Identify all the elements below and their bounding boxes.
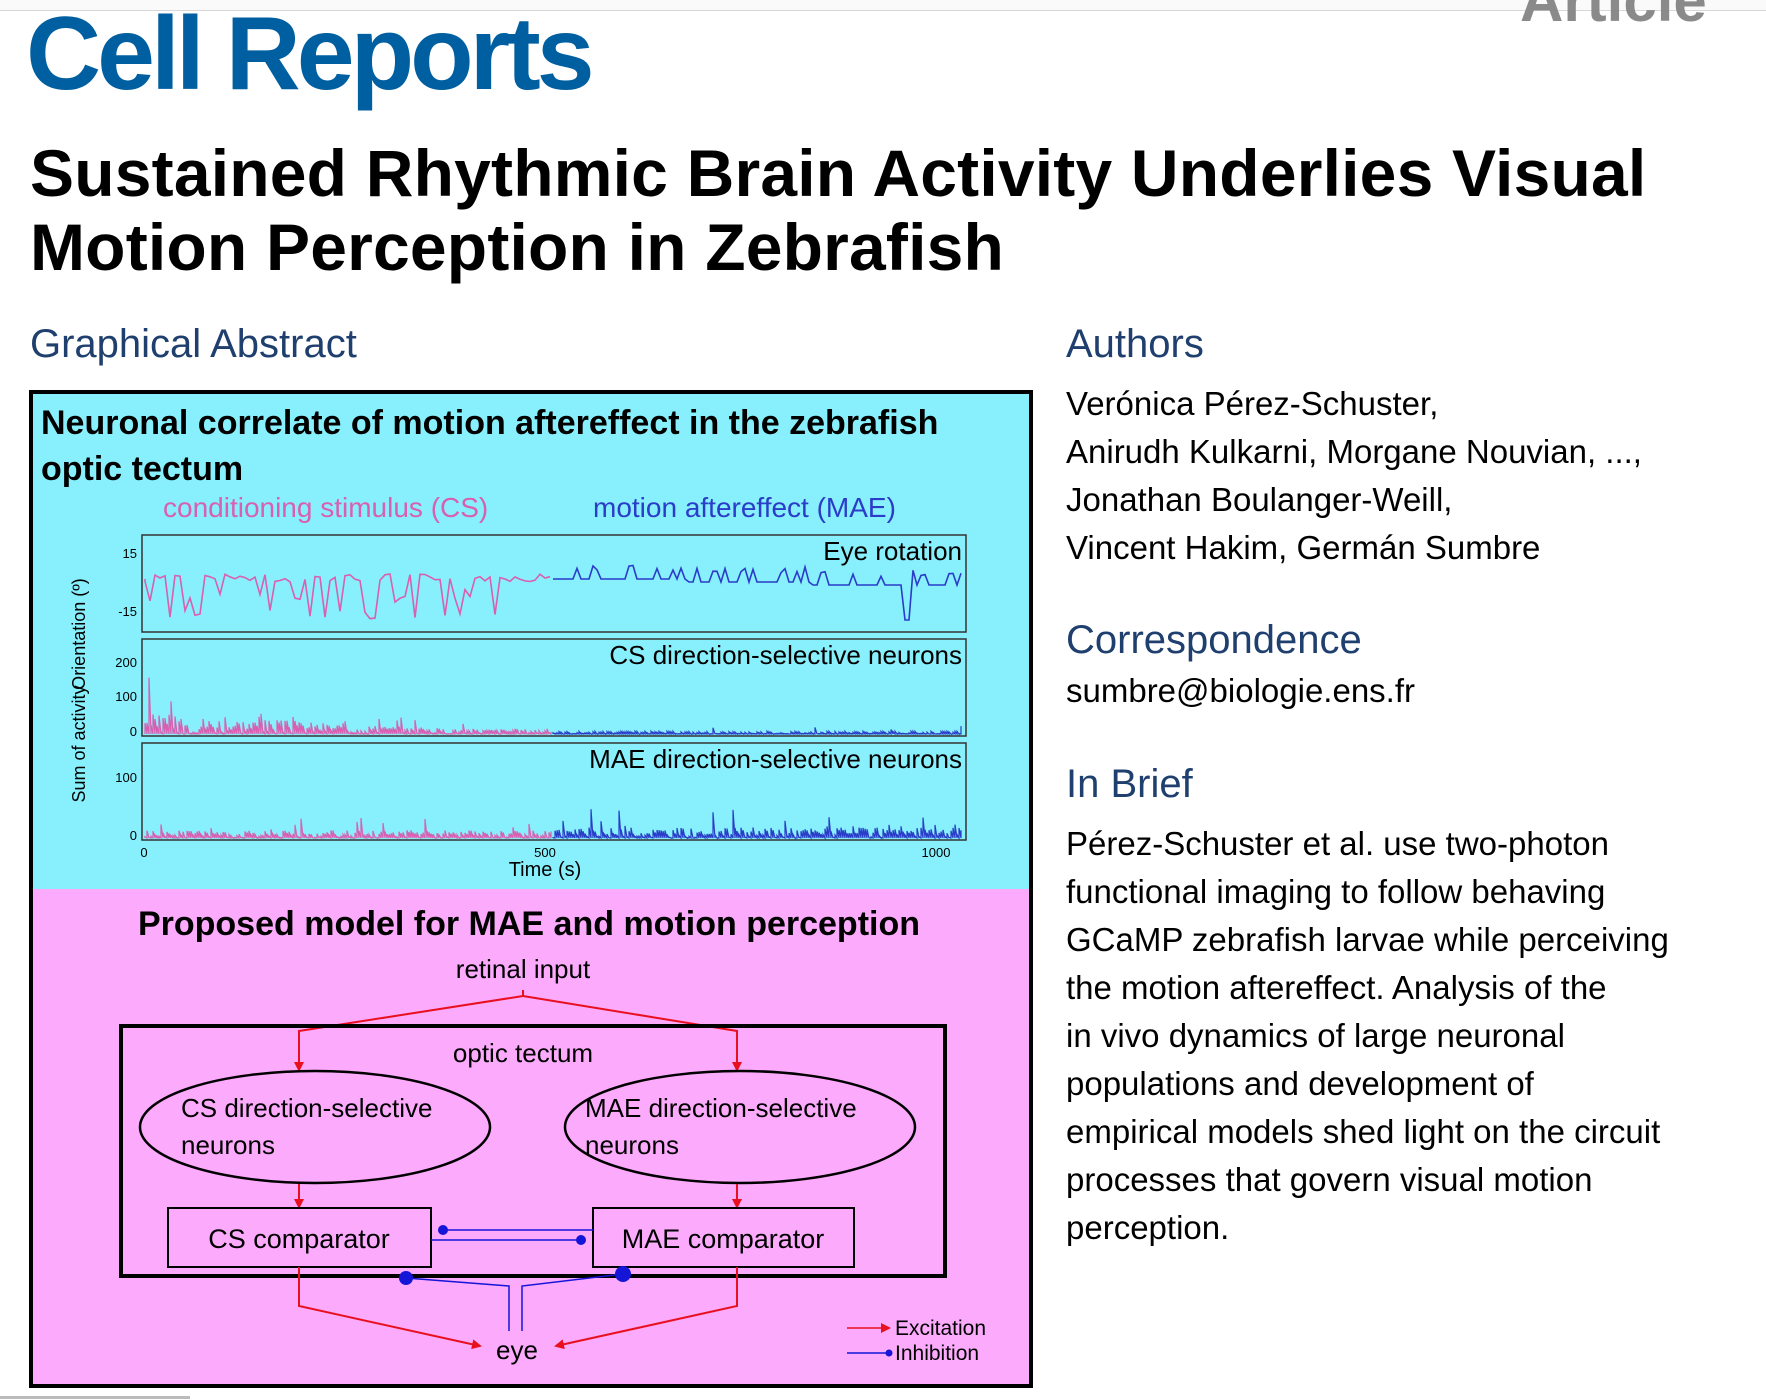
cs-activity-trace-cs	[144, 677, 552, 737]
journal-name: Cell Reports	[26, 0, 595, 112]
mae-neurons-panel	[141, 742, 967, 841]
mae-neurons-title: MAE direction-selective neurons	[589, 744, 962, 774]
x-tick-label: 500	[534, 845, 556, 860]
y-tick-label: 100	[115, 689, 137, 704]
mae-activity-trace-mae	[552, 809, 962, 841]
browser-top-strip	[0, 0, 1766, 11]
cs-neurons-label: CS direction-selective	[181, 1093, 432, 1123]
cs-comparator-label: CS comparator	[208, 1224, 390, 1254]
mae-neurons-ellipse	[563, 1069, 917, 1185]
inhibition-dot	[615, 1266, 631, 1282]
x-tick-label: 1000	[922, 845, 951, 860]
y-tick-label: 100	[115, 770, 137, 785]
figure-top-panel	[33, 394, 1029, 889]
excitation-arrow	[522, 995, 742, 1072]
graphical-abstract-heading: Graphical Abstract	[30, 322, 357, 366]
inhibition-line	[405, 1277, 510, 1331]
author-list: Verónica Pérez-Schuster, Anirudh Kulkarn…	[1066, 380, 1746, 572]
author-line[interactable]: Verónica Pérez-Schuster,	[1066, 385, 1439, 422]
mae-activity-trace-cs	[144, 817, 552, 841]
inhibition-dot	[399, 1271, 413, 1285]
mae-neurons-label: neurons	[585, 1130, 679, 1160]
excitation-arrow	[554, 1267, 738, 1350]
y-tick-label: 200	[115, 655, 137, 670]
mae-comparator-label: MAE comparator	[622, 1224, 825, 1254]
y-tick-label: 0	[130, 724, 137, 739]
cs-neurons-panel	[141, 638, 967, 737]
author-line[interactable]: Vincent Hakim, Germán Sumbre	[1066, 529, 1541, 566]
brief-line: functional imaging to follow behaving	[1066, 873, 1606, 910]
brief-line: GCaMP zebrafish larvae while perceiving	[1066, 921, 1669, 958]
retinal-input-label: retinal input	[456, 954, 591, 984]
model-title: Proposed model for MAE and motion percep…	[138, 905, 920, 943]
graphical-abstract-figure: Neuronal correlate of motion aftereffect…	[29, 390, 1033, 1388]
legend-excitation-arrowhead	[881, 1323, 891, 1333]
mae-neurons-label: MAE direction-selective	[585, 1093, 857, 1123]
eye-rotation-panel	[141, 534, 967, 633]
brief-line: in vivo dynamics of large neuronal	[1066, 1017, 1565, 1054]
y-axis-orientation-label: Orientation (º)	[69, 578, 89, 690]
page-edge-line	[0, 1396, 190, 1399]
x-axis-label: Time (s)	[509, 859, 582, 881]
figure-heading-line: optic tectum	[41, 450, 243, 488]
y-tick-label: 15	[123, 546, 137, 561]
excitation-arrow	[294, 990, 524, 1072]
title-line: Motion Perception in Zebrafish	[30, 210, 1005, 284]
brief-line: the motion aftereffect. Analysis of the	[1066, 969, 1607, 1006]
cs-activity-trace-mae	[552, 726, 962, 736]
authors-heading: Authors	[1066, 322, 1204, 366]
mae-label: motion aftereffect (MAE)	[593, 492, 896, 523]
cs-stimulus-label: conditioning stimulus (CS)	[163, 492, 488, 523]
legend-inhibition-label: Inhibition	[895, 1342, 979, 1365]
mae-comparator-box	[592, 1207, 855, 1268]
inhibition-dot	[576, 1235, 586, 1245]
cs-neurons-label: neurons	[181, 1130, 275, 1160]
excitation-arrow	[298, 1267, 482, 1350]
brief-line: populations and development of	[1066, 1065, 1534, 1102]
article-title: Sustained Rhythmic Brain Activity Underl…	[30, 136, 1730, 284]
inhibition-line	[521, 1273, 624, 1331]
figure-heading-line: Neuronal correlate of motion aftereffect…	[41, 404, 938, 442]
eye-trace-cs	[144, 573, 551, 620]
cs-neurons-ellipse	[138, 1069, 492, 1185]
y-tick-label: -15	[118, 604, 137, 619]
optic-tectum-box	[119, 1024, 947, 1278]
y-axis-activity-label: Sum of activity	[69, 685, 89, 802]
author-line[interactable]: Jonathan Boulanger-Weill,	[1066, 481, 1453, 518]
brief-line: processes that govern visual motion	[1066, 1161, 1593, 1198]
legend-excitation-label: Excitation	[895, 1317, 986, 1340]
x-tick-label: 0	[140, 845, 147, 860]
eye-rotation-title: Eye rotation	[823, 536, 962, 566]
article-label: Article	[1520, 0, 1707, 34]
brief-line: perception.	[1066, 1209, 1230, 1246]
cs-neurons-title: CS direction-selective neurons	[609, 640, 962, 670]
brief-line: empirical models shed light on the circu…	[1066, 1113, 1661, 1150]
optic-tectum-label: optic tectum	[453, 1038, 593, 1068]
correspondence-email[interactable]: sumbre@biologie.ens.fr	[1066, 672, 1415, 709]
eye-label: eye	[496, 1335, 538, 1365]
brief-line: Pérez-Schuster et al. use two-photon	[1066, 825, 1609, 862]
correspondence-heading: Correspondence	[1066, 618, 1362, 662]
author-line[interactable]: Anirudh Kulkarni, Morgane Nouvian, ...,	[1066, 433, 1642, 470]
figure-drawing: Neuronal correlate of motion aftereffect…	[41, 404, 986, 1365]
title-line: Sustained Rhythmic Brain Activity Underl…	[30, 136, 1647, 210]
y-tick-label: 0	[130, 828, 137, 843]
in-brief-heading: In Brief	[1066, 762, 1193, 806]
legend-inhibition-dot	[885, 1349, 893, 1357]
in-brief-text: Pérez-Schuster et al. use two-photon fun…	[1066, 820, 1746, 1252]
inhibition-dot	[438, 1225, 448, 1235]
eye-trace-mae	[553, 563, 962, 621]
